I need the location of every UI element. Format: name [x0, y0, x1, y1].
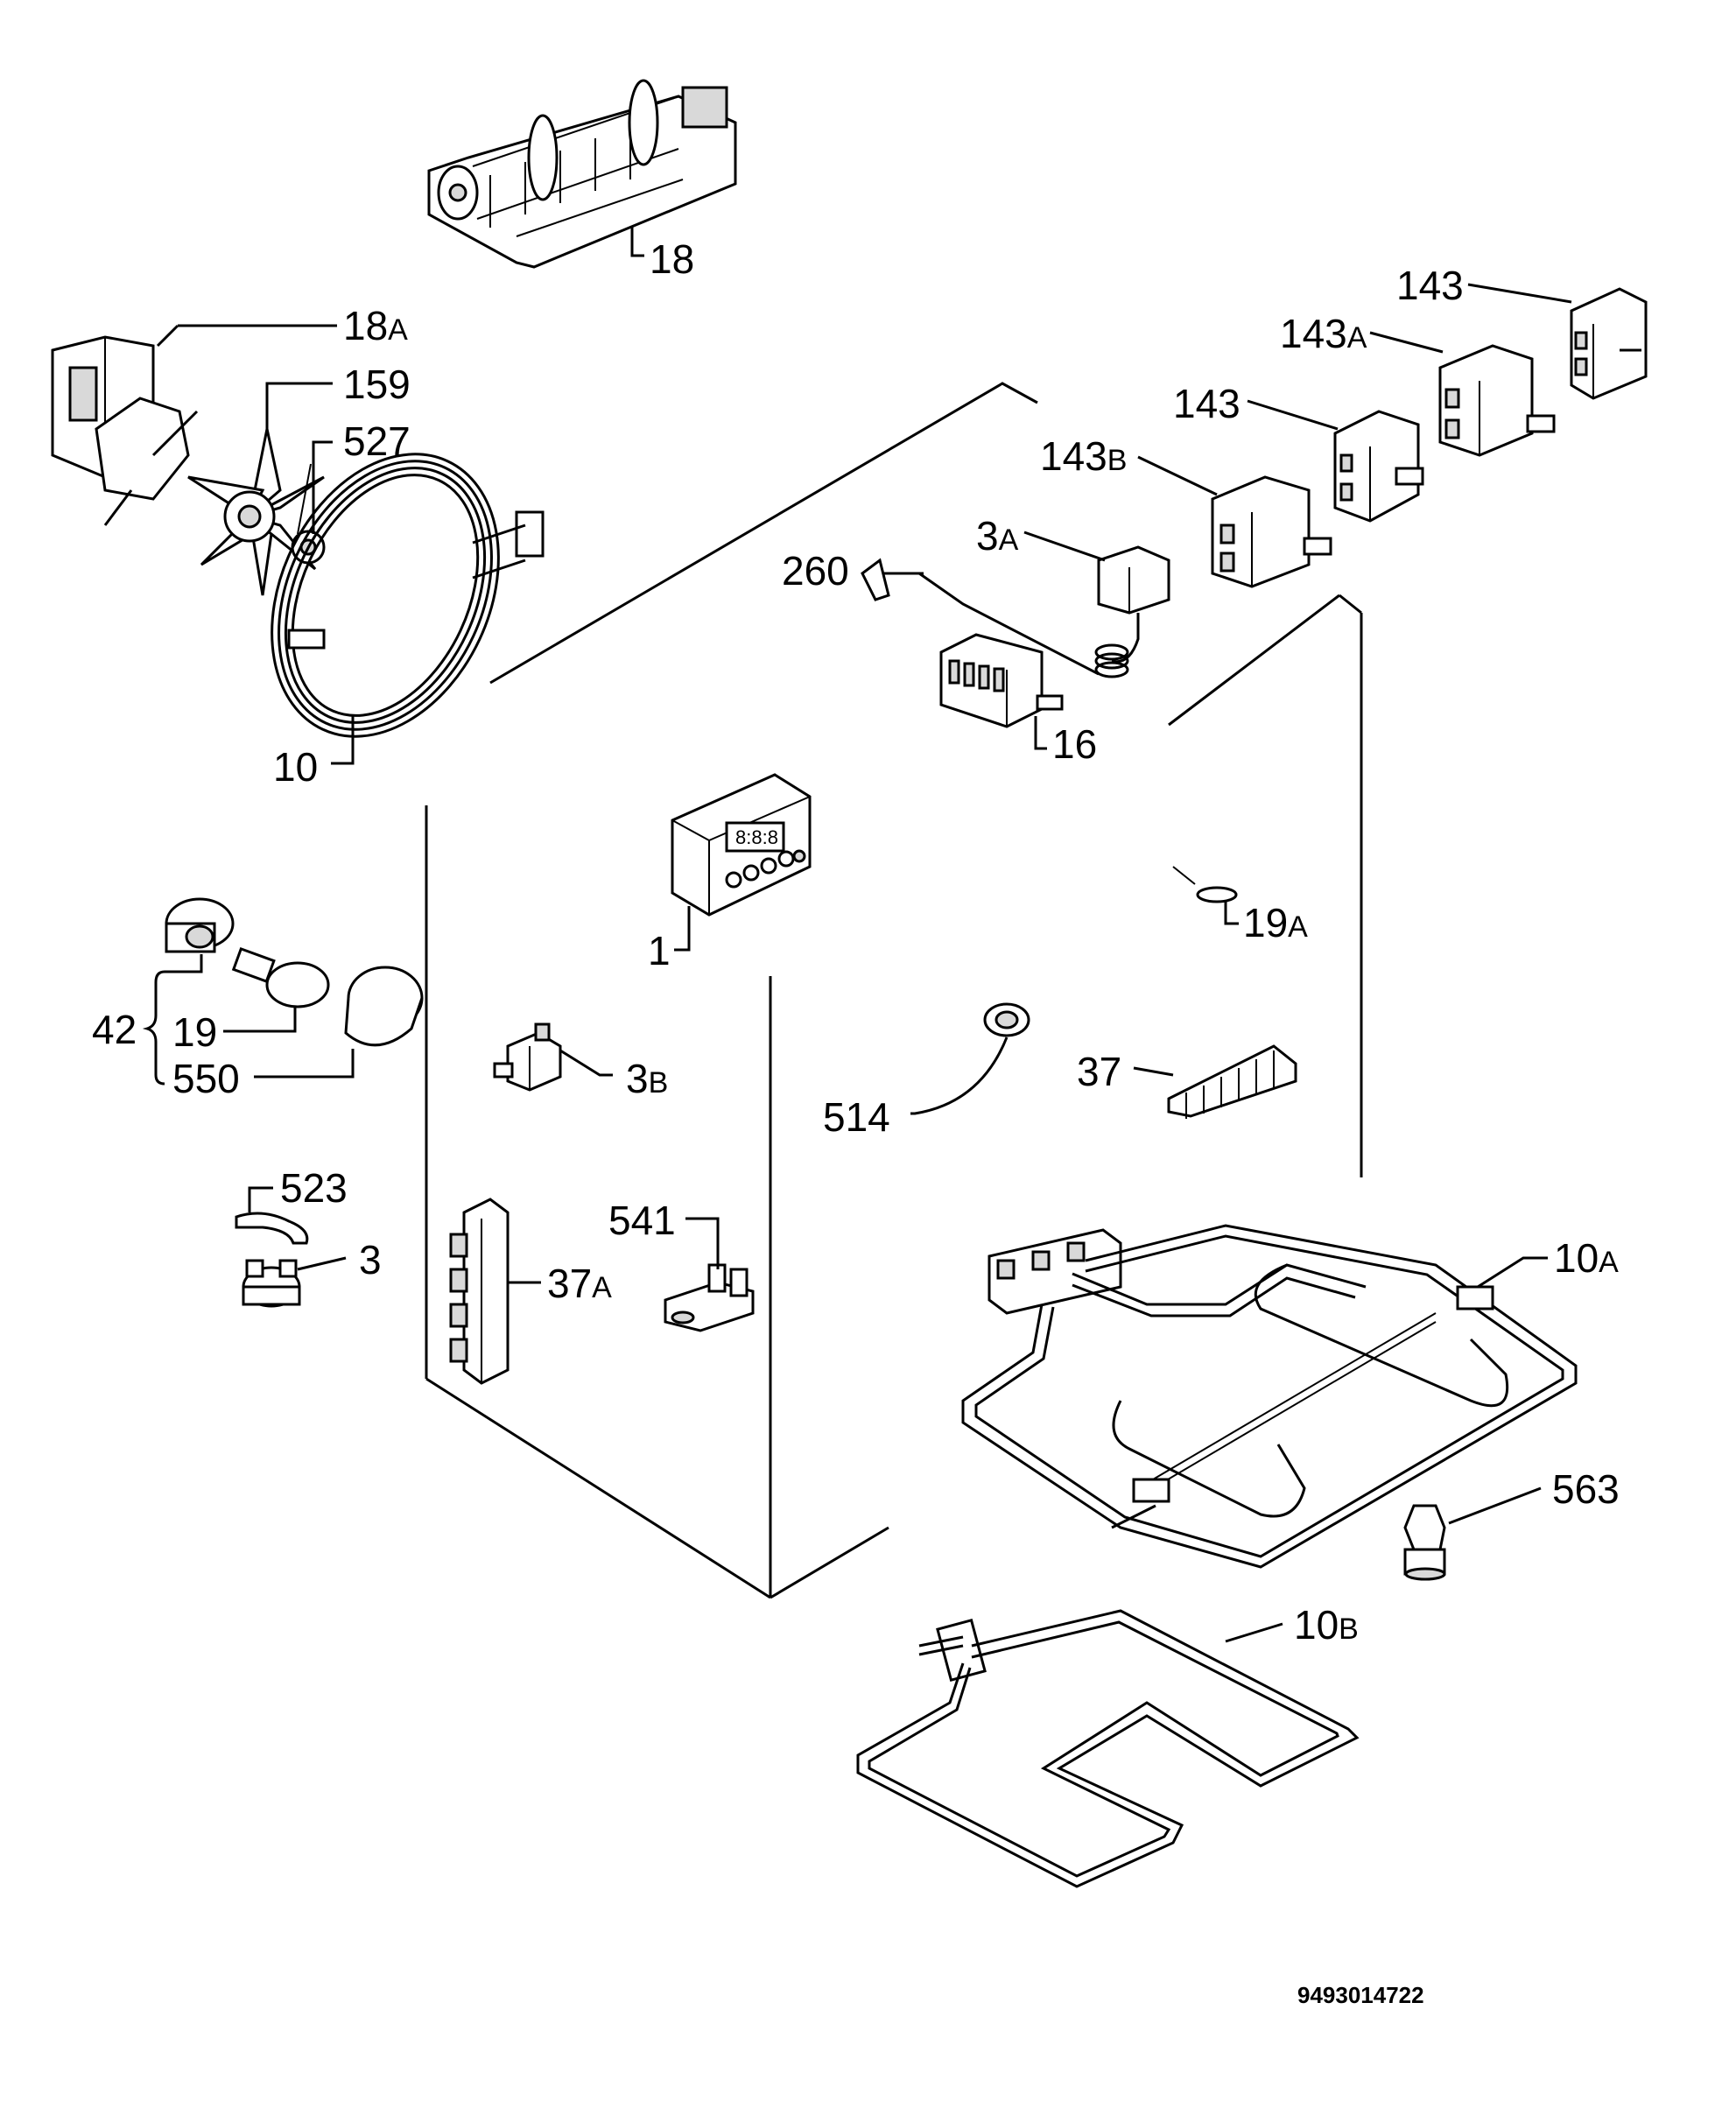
thermostat-3b-part [493, 1022, 562, 1092]
callout-37a: 37A [547, 1261, 612, 1306]
callout-19: 19 [172, 1009, 217, 1055]
regulator-143a-part [1438, 344, 1556, 457]
callout-10: 10 [273, 744, 318, 790]
callout-19a: 19A [1243, 900, 1308, 945]
fan-blade-part [187, 428, 325, 596]
fan-motor-part [51, 335, 199, 526]
bracket-541-part [664, 1263, 755, 1332]
timer-part: 8:8:8 [671, 773, 812, 917]
grill-element-10a-part [961, 1224, 1578, 1569]
thermal-cutout-part [242, 1259, 301, 1308]
callout-16: 16 [1052, 721, 1097, 767]
circular-element-part [271, 453, 545, 738]
regulator-143-top-part [1570, 287, 1648, 400]
callout-3b: 3B [626, 1056, 668, 1101]
callout-18a: 18A [343, 303, 408, 348]
callout-143b: 143B [1040, 433, 1127, 479]
callout-1: 1 [648, 928, 671, 973]
document-number: 9493014722 [1297, 1982, 1424, 2008]
foot-563-part [1403, 1504, 1446, 1581]
clip-523-part [235, 1212, 309, 1245]
terminal-strip-37a-part [449, 1198, 510, 1385]
regulator-143-mid-part [1333, 410, 1424, 523]
thermostat-3a-part [918, 545, 1170, 678]
callout-18: 18 [650, 236, 694, 282]
terminal-block-37-part [1167, 1044, 1297, 1119]
lamp-bulb-part [231, 946, 330, 1008]
callout-523: 523 [280, 1165, 348, 1211]
callout-527: 527 [343, 418, 411, 464]
probe-260-part [861, 558, 924, 601]
oven-cavity-frame [425, 382, 1363, 1599]
lamp-glass-cover-part [344, 966, 424, 1047]
callout-10a: 10A [1554, 1235, 1619, 1281]
callout-514: 514 [823, 1094, 890, 1140]
callout-3: 3 [359, 1237, 382, 1282]
callout-10b: 10B [1294, 1602, 1359, 1648]
callout-260: 260 [782, 548, 849, 594]
callout-159: 159 [343, 362, 411, 407]
tangential-fan-part [427, 79, 737, 269]
callout-143-mid: 143 [1173, 381, 1241, 426]
timer-display-glyph: 8:8:8 [735, 826, 778, 848]
callout-42: 42 [92, 1007, 137, 1052]
callout-143-top: 143 [1396, 263, 1464, 308]
callout-541: 541 [608, 1198, 676, 1243]
callout-143a: 143A [1280, 311, 1367, 356]
grommet-part [983, 1002, 1030, 1037]
selector-switch-part [939, 633, 1064, 728]
lamp-19a-part [1172, 866, 1238, 903]
callout-37: 37 [1077, 1049, 1121, 1094]
lamp-holder-part [165, 897, 235, 953]
regulator-143b-part [1211, 475, 1332, 588]
bottom-element-10b-part [856, 1609, 1360, 1888]
callout-563: 563 [1552, 1466, 1620, 1512]
callout-550: 550 [172, 1056, 240, 1101]
callout-3a: 3A [976, 513, 1019, 559]
